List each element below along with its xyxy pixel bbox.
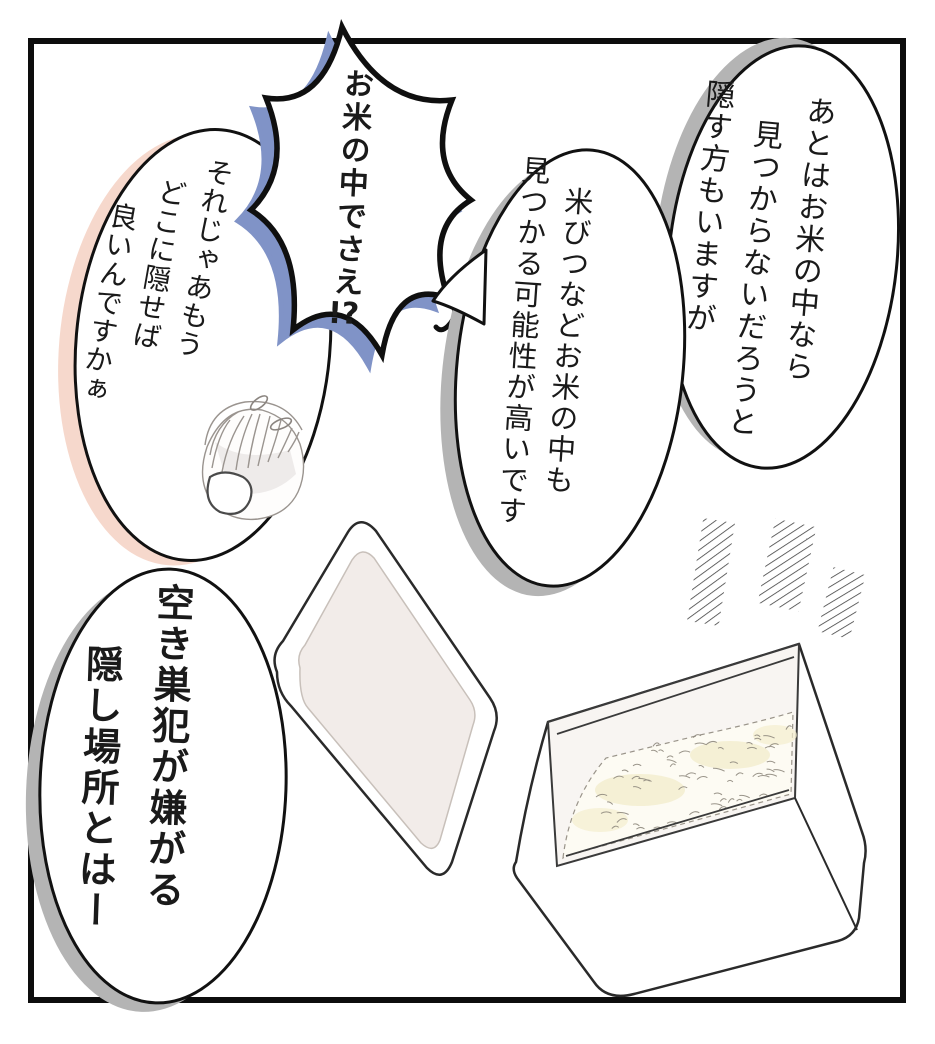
open-mouth xyxy=(206,471,253,515)
panel-border xyxy=(28,38,906,1003)
burst-body xyxy=(246,19,476,364)
bubble-text-bottom-left: 空き巣犯が嫌がる 隠し場所とはー xyxy=(55,579,206,1004)
bubble-line: 空き巣犯が嫌がる xyxy=(139,582,195,912)
rice-icon xyxy=(562,711,797,860)
crying-face-icon xyxy=(201,395,305,521)
hatch-marks-icon xyxy=(687,518,866,640)
bubble-body xyxy=(453,148,687,588)
rice-container-icon xyxy=(512,642,867,998)
speech-bubble-bottom-left xyxy=(25,567,288,1012)
speech-bubble-middle xyxy=(431,148,687,597)
speech-bubble-top-right xyxy=(653,37,901,470)
burst-exclamation: !? xyxy=(327,298,360,330)
bubble-body xyxy=(38,567,288,1005)
rice-container-lid-icon xyxy=(273,521,498,876)
sweat-marks-icon xyxy=(249,395,293,431)
bubble-tail xyxy=(431,248,488,326)
speech-bubble-burst xyxy=(234,19,476,374)
bubble-line: 隠し場所とはー xyxy=(70,643,125,932)
